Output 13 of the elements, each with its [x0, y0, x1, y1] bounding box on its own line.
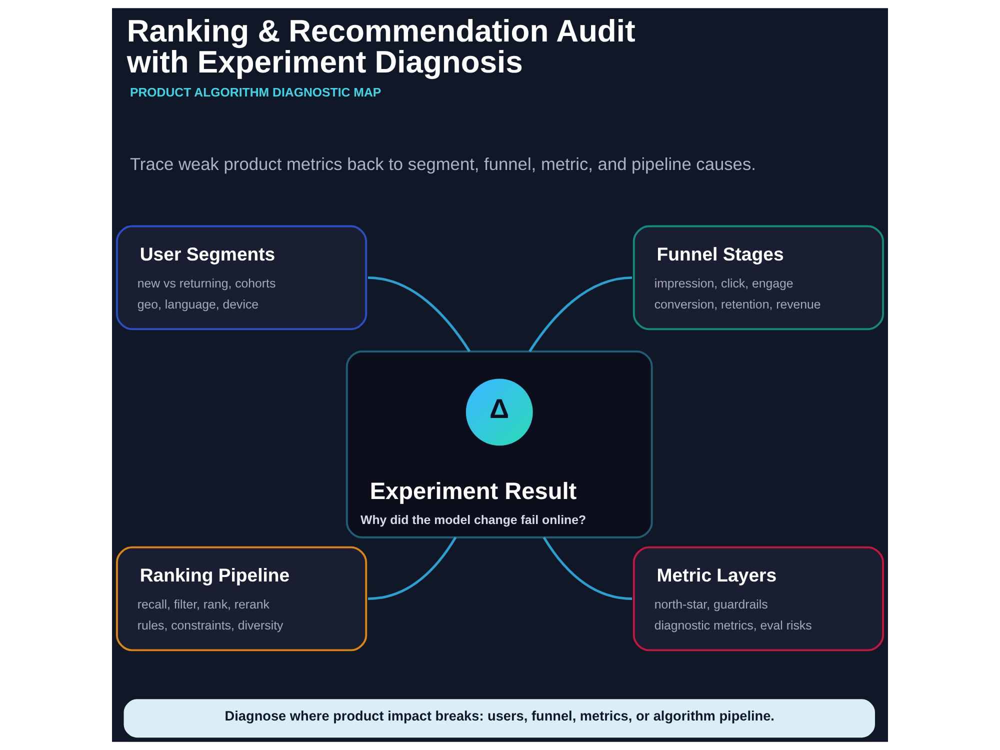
label: PRODUCT ALGORITHM DIAGNOSTIC MAP: [130, 86, 382, 100]
node-box: Funnel Stages impression, click, engage conversion, retention, revenue: [632, 225, 884, 330]
connector: [368, 276, 471, 352]
connector: [368, 536, 457, 600]
node-box: Ranking Pipeline recall, filter, rank, rerank rules, constraints, diversity: [116, 546, 368, 652]
node-box: Metric Layers north-star, guardrails diagnostic metrics, eval risks: [632, 546, 884, 652]
diagram-title: Ranking & Recommendation Audit with Experiment Diagnosis: [126, 14, 636, 80]
label: Trace weak product metrics back to segment, funnel, metric, and pipeline causes.: [130, 154, 756, 174]
connector: [528, 276, 632, 352]
connector: [542, 536, 632, 600]
node-circle: Δ: [466, 378, 533, 446]
node-box: User Segments new vs returning, cohorts geo, language, device: [116, 225, 368, 330]
node-box: Diagnose where product impact breaks: users, funnel, metrics, or algorithm pipeline.: [124, 699, 875, 738]
